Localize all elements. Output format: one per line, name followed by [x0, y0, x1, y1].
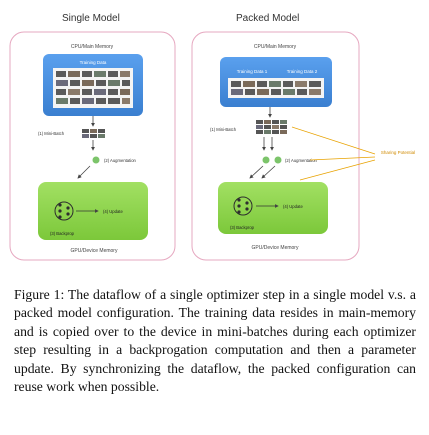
figure-caption: Figure 1: The dataflow of a single optim… — [14, 286, 416, 396]
packed-model-title: Packed Model — [236, 13, 300, 24]
single-minibatch-images — [82, 129, 105, 138]
single-device-label: GPU/Device Memory — [71, 248, 118, 254]
packed-panel-border — [191, 31, 360, 261]
figure-caption-text: The dataflow of a single optimizer step … — [14, 287, 416, 395]
packed-backprop-label: (3) Backprop — [230, 225, 255, 230]
packed-update-label: (4) Update — [283, 204, 303, 209]
dataflow-figure: Single Model Packed Model CPU/Main Memor… — [9, 13, 415, 261]
dataflow-diagram: CPU/Main Memory Training Data (1) Mini-B… — [9, 31, 415, 261]
packed-network-nodes — [237, 198, 249, 214]
packed-device-label: GPU/Device Memory — [252, 245, 299, 251]
single-image-thumbnails — [56, 71, 130, 104]
single-augment-label: (2) Augmentation — [104, 158, 137, 163]
packed-transfer-arrow-1 — [249, 165, 264, 179]
packed-minibatch-label: (1) Mini-Batch — [210, 127, 237, 132]
sharing-line-augment — [309, 156, 376, 161]
single-training-data-label: Training Data — [80, 60, 107, 65]
packed-training-data-1-label: Training Data 1 — [237, 69, 268, 74]
single-network-icon — [54, 201, 74, 221]
packed-memory-label: CPU/Main Memory — [254, 44, 297, 50]
single-network-nodes — [58, 203, 70, 219]
packed-network-icon — [233, 196, 253, 216]
single-panel-border — [9, 31, 176, 261]
packed-model-panel: CPU/Main Memory Training Data 1 Training… — [191, 31, 360, 261]
sharing-line-backprop — [299, 159, 376, 181]
sharing-potential: Sharing Potential — [291, 126, 415, 181]
single-update-label: (4) Update — [103, 209, 123, 214]
packed-minibatch-images — [256, 120, 287, 134]
single-model-panel: CPU/Main Memory Training Data (1) Mini-B… — [9, 31, 176, 261]
single-backprop-label: (3) Backprop — [50, 231, 75, 236]
figure-label: Figure 1: — [14, 287, 65, 302]
packed-gpu-box — [218, 182, 328, 234]
sharing-potential-label: Sharing Potential — [381, 150, 415, 155]
packed-augment-label: (2) Augmentation — [285, 158, 318, 163]
packed-transfer-arrow-2 — [261, 165, 276, 179]
single-model-title: Single Model — [62, 13, 120, 24]
packed-image-thumbnails — [231, 81, 321, 95]
packed-augment-icon-1 — [262, 156, 270, 164]
single-transfer-arrow — [77, 165, 91, 179]
packed-training-data-2-label: Training Data 2 — [287, 69, 318, 74]
single-minibatch-label: (1) Mini-Batch — [38, 131, 65, 136]
sharing-line-minibatch — [291, 126, 376, 155]
packed-augment-icon-2 — [274, 156, 282, 164]
single-memory-label: CPU/Main Memory — [71, 44, 114, 50]
single-augment-icon — [92, 156, 100, 164]
